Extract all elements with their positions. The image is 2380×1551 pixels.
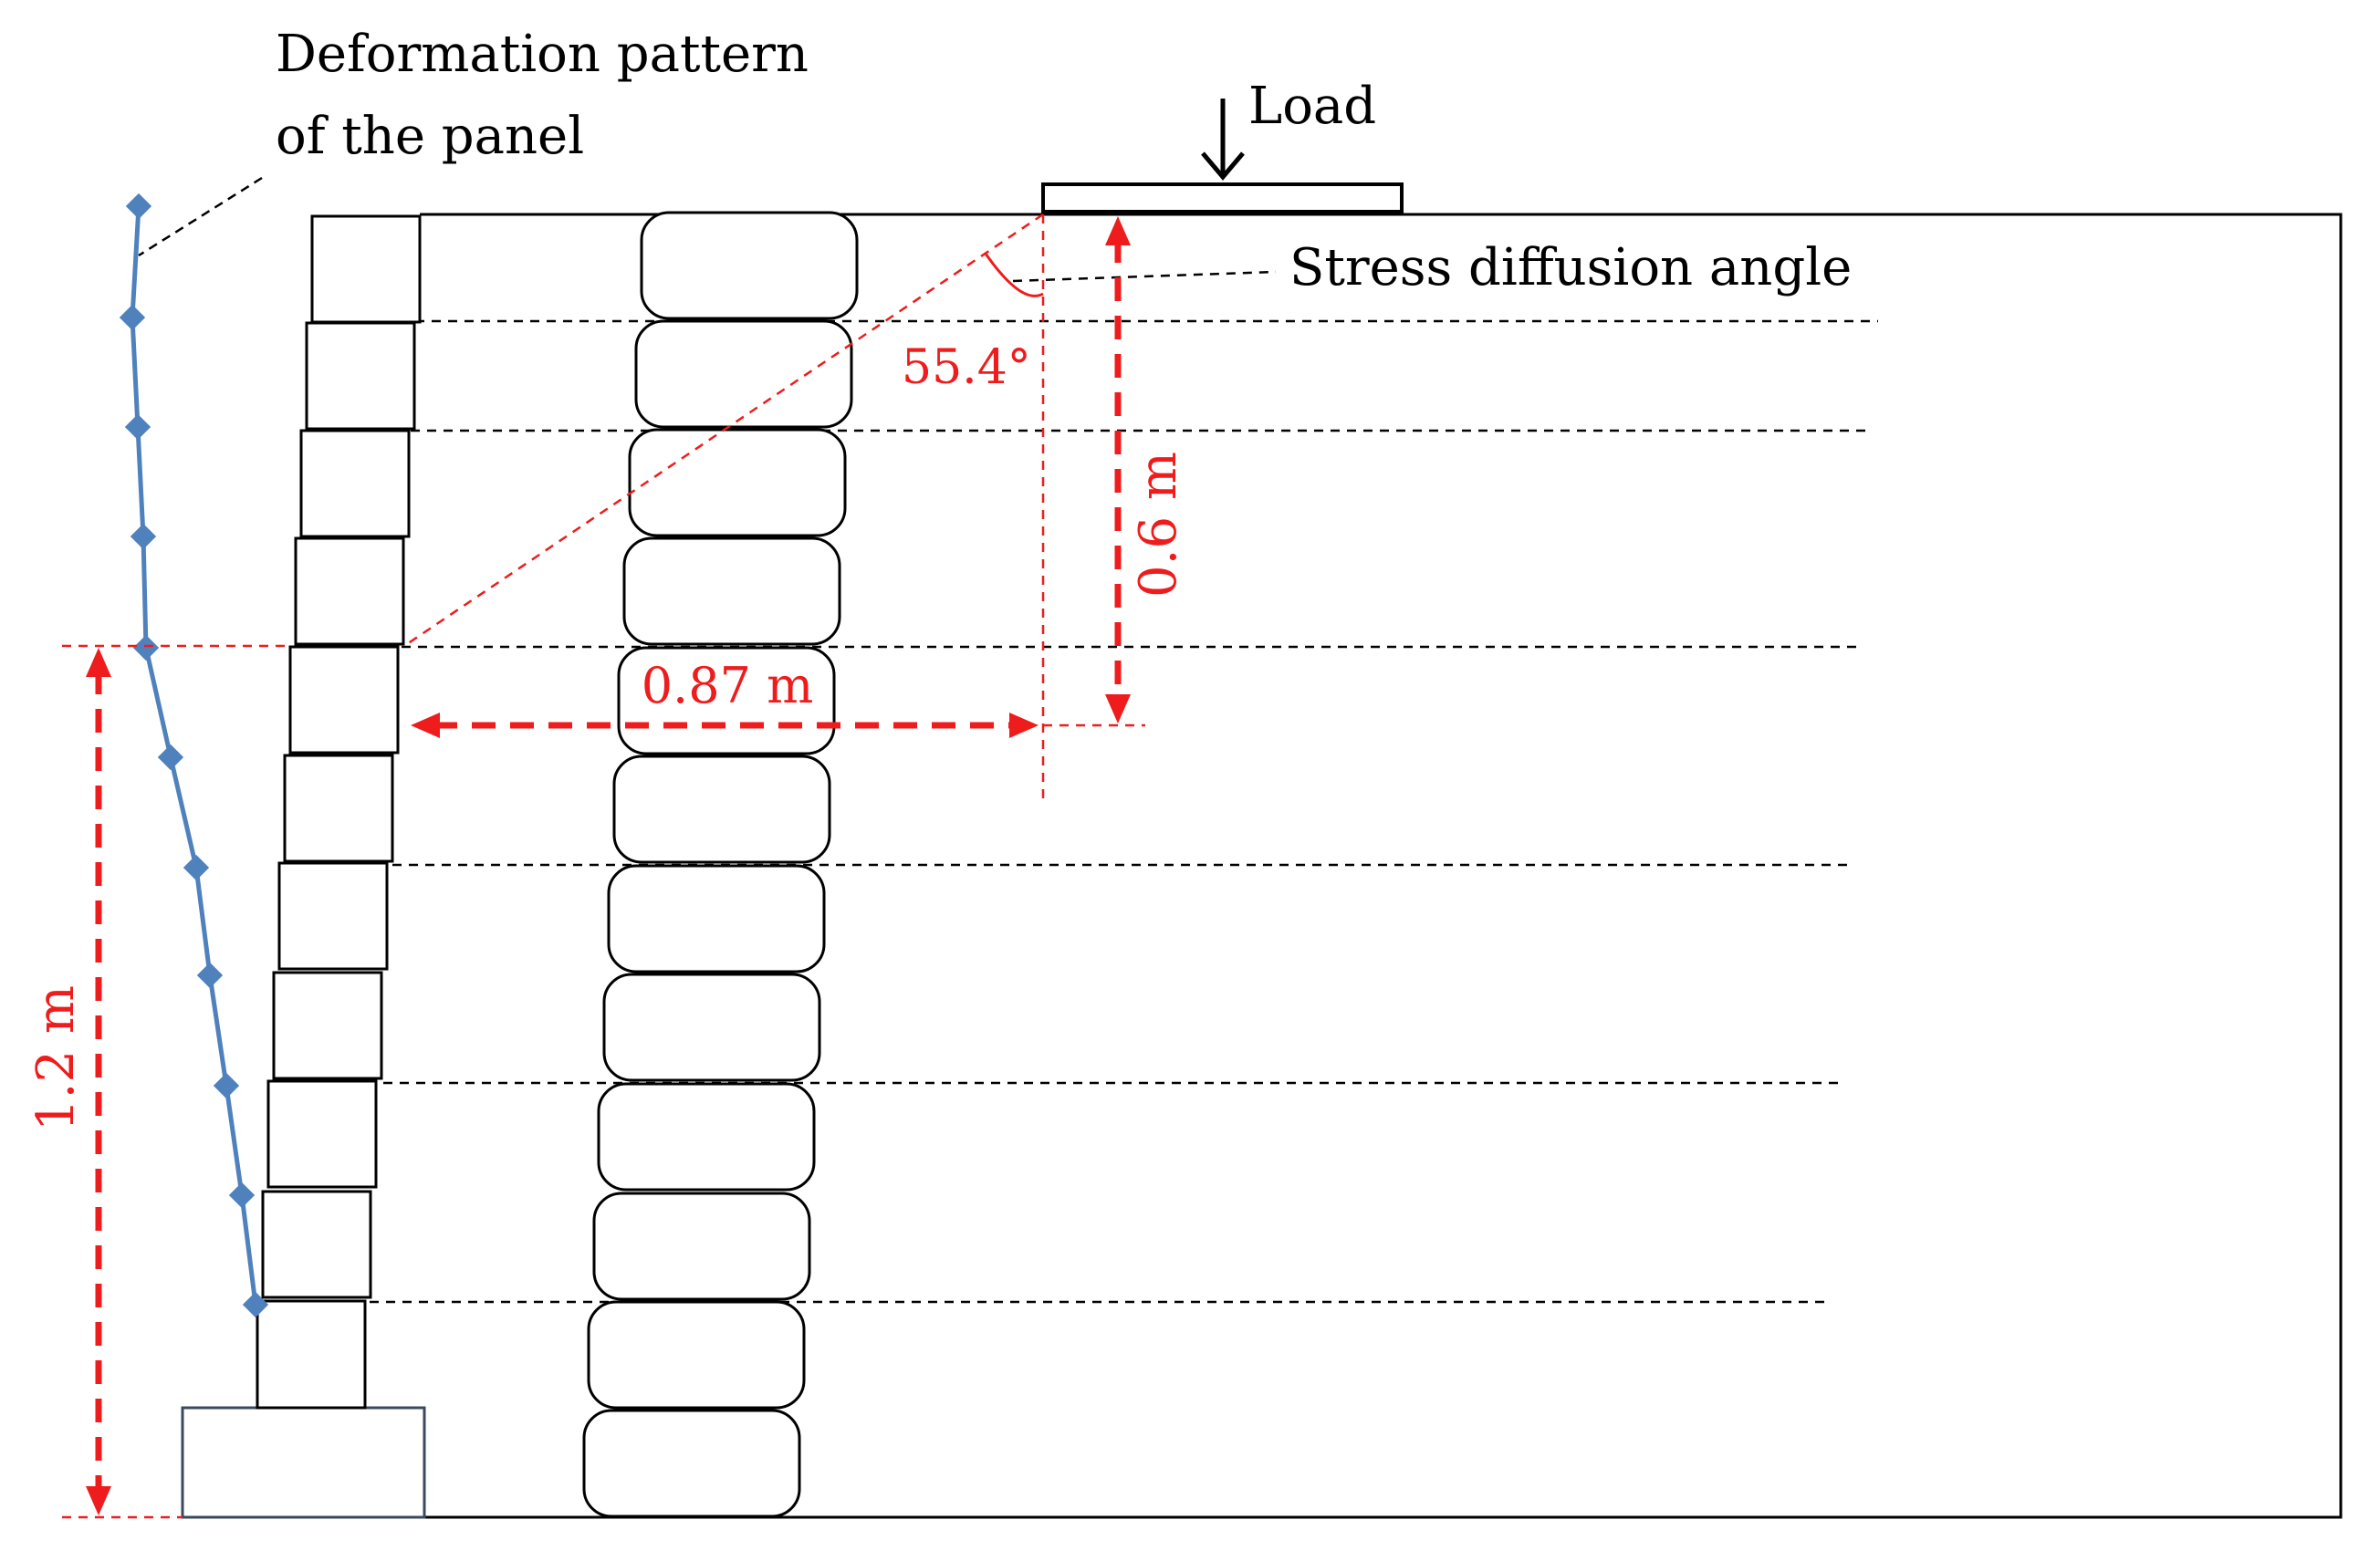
facing-block: [283, 754, 394, 863]
deformation-marker: [132, 634, 160, 661]
soil-bag: [640, 211, 859, 320]
soil-bag: [602, 973, 821, 1082]
deformation-marker: [242, 1291, 269, 1318]
soil-bag: [612, 755, 831, 864]
soil-bag: [587, 1300, 806, 1410]
deformation-leader: [138, 176, 263, 257]
deformation-line: [130, 205, 258, 1306]
arc-icon: [984, 253, 1044, 297]
facing-block: [261, 1190, 372, 1299]
backfill-boundary: [420, 213, 2343, 1519]
facing-block: [305, 321, 416, 431]
arrowhead-right: [1009, 713, 1039, 738]
deformation-marker: [183, 854, 210, 881]
angle-value: 55.4°: [902, 340, 1031, 395]
soil-bag: [607, 864, 826, 973]
reinforcement-layers: [370, 319, 1878, 1304]
arrowhead-up: [86, 648, 111, 677]
facing-block: [266, 1079, 378, 1189]
down-arrow-icon: [1201, 99, 1245, 181]
soil-bag: [582, 1409, 801, 1518]
soil-bag: [634, 319, 853, 429]
arrowhead-down: [1105, 694, 1131, 723]
facing-block: [310, 214, 422, 324]
load-label: Load: [1248, 77, 1376, 136]
deformation-marker: [228, 1181, 256, 1209]
arrowhead-up: [1105, 216, 1131, 245]
dimension-wall-height-label: 1.2 m: [26, 985, 86, 1131]
load-plate: [1041, 182, 1404, 213]
soil-bag: [622, 536, 841, 646]
deformation-label-line2: of the panel: [276, 107, 584, 166]
facing-block: [256, 1299, 367, 1410]
deformation-pattern: [119, 193, 269, 1318]
deformation-marker: [125, 193, 152, 220]
dimension-horizontal-label: 0.87 m: [642, 657, 814, 714]
leveling-pad: [181, 1406, 426, 1519]
dimension-load-depth: [1043, 216, 1145, 727]
facing-block: [272, 971, 383, 1080]
stress-diffusion-label: Stress diffusion angle: [1289, 238, 1852, 297]
deformation-marker: [124, 413, 151, 441]
dimension-horizontal: [411, 713, 1039, 738]
deformation-marker: [130, 523, 157, 550]
soil-bag: [592, 1192, 811, 1301]
facing-block: [299, 429, 411, 538]
deformation-marker: [196, 962, 224, 989]
facing-block: [277, 861, 389, 971]
facing-block: [288, 645, 400, 755]
soil-bag: [628, 428, 847, 537]
arrowhead-down: [86, 1486, 111, 1515]
stress-diffusion-leader: [1012, 270, 1277, 283]
deformation-marker: [213, 1072, 240, 1099]
stress-diffusion-line: [403, 213, 1044, 648]
arrowhead-left: [411, 713, 440, 738]
deformation-marker: [157, 744, 184, 771]
dimension-load-depth-label: 0.6 m: [1129, 452, 1188, 598]
dimension-wall-height: [86, 648, 111, 1515]
facing-block: [294, 536, 405, 646]
deformation-marker: [119, 304, 146, 331]
deformation-label-line1: Deformation pattern: [276, 25, 809, 84]
soil-bag: [597, 1082, 816, 1192]
facing-panel-blocks: [256, 214, 422, 1410]
dimension-horizontal-label-bg: [634, 655, 817, 710]
